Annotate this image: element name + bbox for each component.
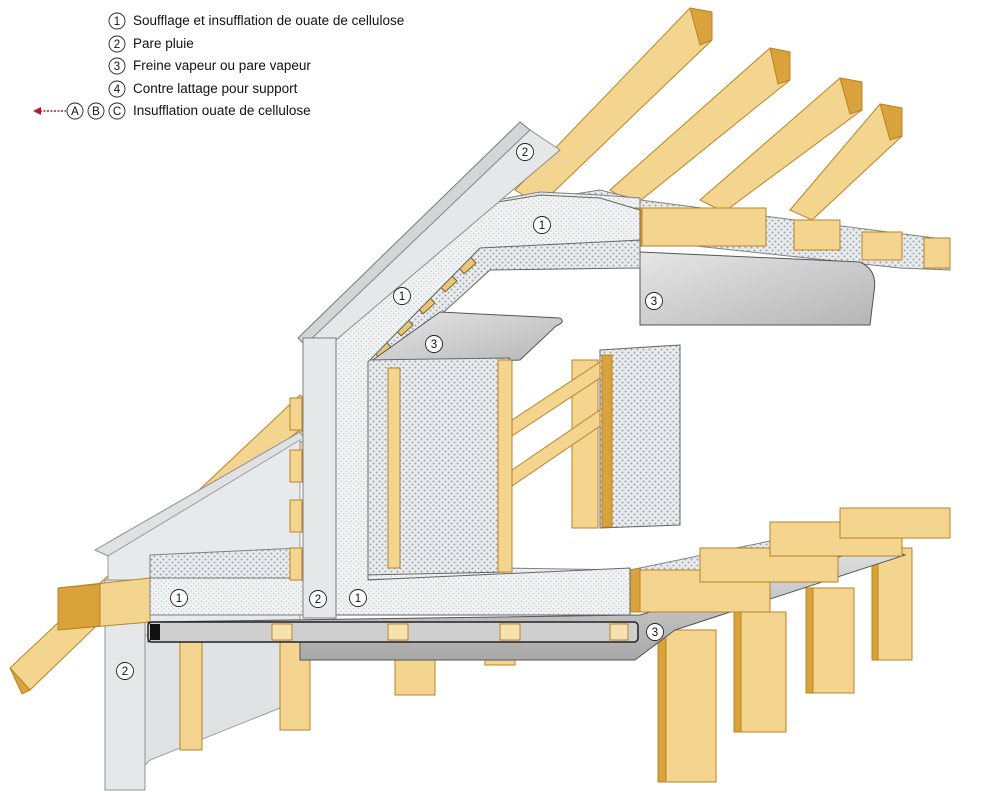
svg-text:2: 2 bbox=[315, 594, 321, 606]
svg-text:2: 2 bbox=[522, 147, 528, 159]
svg-text:3: 3 bbox=[652, 627, 658, 639]
legend-label: Contre lattage pour support bbox=[133, 80, 298, 96]
svg-text:1: 1 bbox=[399, 291, 405, 303]
svg-text:2: 2 bbox=[122, 666, 128, 678]
floor-battens bbox=[271, 623, 629, 641]
callout-cellulose-ceiling: 1 bbox=[533, 216, 551, 234]
wall-battens bbox=[289, 397, 303, 581]
dormer-front-insulation bbox=[335, 194, 641, 616]
svg-text:B: B bbox=[92, 106, 100, 118]
callout-cellulose-floor-left: 1 bbox=[170, 589, 188, 607]
left-beam bbox=[57, 577, 151, 631]
callout-rain-barrier-gable: 2 bbox=[116, 662, 134, 680]
red-arrow-icon bbox=[33, 107, 66, 115]
callout-vapour-barrier-floor: 3 bbox=[646, 623, 664, 641]
legend-marker: 1 bbox=[108, 12, 126, 30]
gable-rain-barrier bbox=[297, 121, 561, 619]
svg-text:4: 4 bbox=[114, 84, 121, 96]
floor-joists-right bbox=[629, 507, 951, 613]
callout-cellulose-slope: 1 bbox=[393, 287, 411, 305]
svg-text:3: 3 bbox=[431, 339, 437, 351]
callout-vapour-barrier-ceiling: 3 bbox=[645, 292, 663, 310]
svg-text:3: 3 bbox=[114, 61, 120, 73]
legend-label: Freine vapeur ou pare vapeur bbox=[133, 58, 311, 73]
callout-cellulose-floor-right: 1 bbox=[349, 589, 367, 607]
legend-injection-markers: A B C bbox=[33, 102, 126, 120]
callout-rain-barrier-wall: 2 bbox=[309, 590, 327, 608]
dormer-cheek-walls bbox=[364, 344, 681, 576]
svg-text:1: 1 bbox=[539, 220, 545, 232]
dormer-vapour-barrier bbox=[369, 311, 563, 367]
legend-label: Pare pluie bbox=[133, 35, 194, 51]
svg-text:3: 3 bbox=[651, 296, 657, 308]
legend-marker: 2 bbox=[108, 35, 126, 52]
dormer-studs bbox=[387, 354, 613, 573]
callout-markers: 2 1 3 1 3 1 2 1 bbox=[116, 143, 664, 680]
callout-vapour-barrier-dormer: 3 bbox=[425, 335, 443, 353]
svg-text:A: A bbox=[71, 106, 79, 118]
svg-text:1: 1 bbox=[355, 593, 361, 605]
back-rafters bbox=[514, 7, 903, 221]
svg-text:1: 1 bbox=[176, 593, 182, 605]
legend-label: Soufflage et insufflation de ouate de ce… bbox=[133, 13, 405, 28]
svg-text:1: 1 bbox=[114, 16, 120, 28]
ceiling-vapour-barrier bbox=[639, 251, 876, 326]
svg-text:2: 2 bbox=[114, 39, 120, 51]
legend-label: Insufflation ouate de cellulose bbox=[133, 103, 311, 118]
legend-marker: 3 bbox=[108, 57, 126, 75]
svg-text:C: C bbox=[113, 106, 121, 118]
callout-rain-barrier-top: 2 bbox=[516, 143, 534, 161]
legend-marker: 4 bbox=[108, 80, 126, 97]
